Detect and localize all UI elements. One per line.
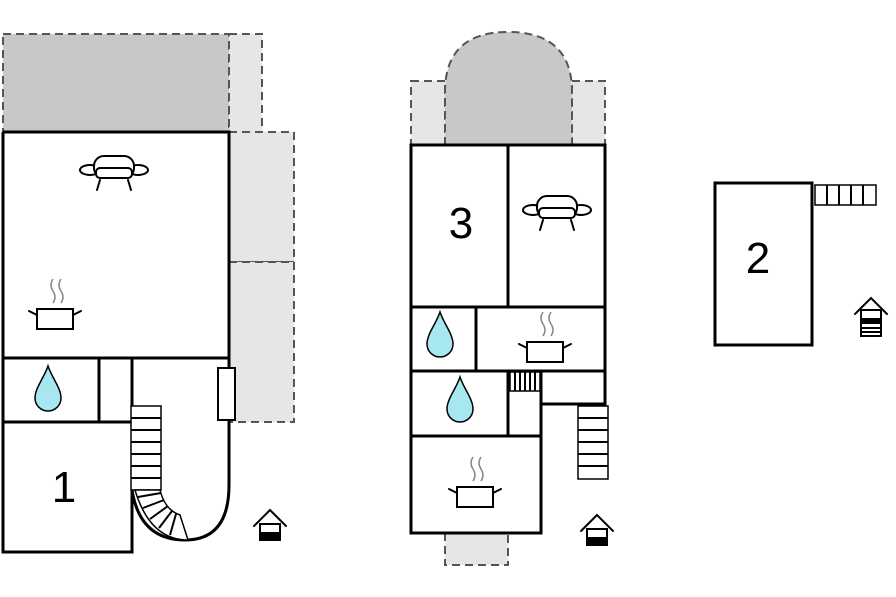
entrance-icon	[253, 508, 287, 541]
terrace-top-left	[2, 33, 230, 133]
terrace-bottom-mid	[444, 532, 509, 566]
terrace-top-right-strip	[228, 33, 263, 133]
pot-icon	[28, 278, 82, 330]
stairs-straight	[130, 405, 162, 491]
sofa-icon	[522, 195, 592, 231]
stairs-small	[509, 371, 541, 392]
stairs-side	[814, 184, 877, 206]
terrace-rounded	[444, 30, 573, 146]
unit-3-interior-walls	[411, 145, 605, 438]
terrace-top-left-mid	[410, 80, 446, 146]
water-drop-icon	[34, 363, 62, 412]
terrace-right-upper	[228, 131, 295, 263]
unit-2-outer-wall	[713, 181, 814, 347]
pot-icon	[518, 311, 572, 363]
stairs-spiral	[133, 489, 190, 541]
stairs-outdoor	[577, 405, 609, 480]
terrace-right-lower	[228, 261, 295, 423]
water-drop-icon	[446, 374, 474, 423]
floor-plan-unit-2: 2	[713, 181, 888, 347]
door-frame	[217, 367, 236, 421]
unit-1-outer-wall	[1, 130, 231, 554]
room-label-3: 3	[449, 199, 473, 248]
entrance-icon	[854, 296, 888, 337]
water-drop-icon	[426, 309, 454, 358]
sofa-icon	[79, 155, 149, 191]
room-label-1: 1	[52, 463, 76, 512]
unit-1-interior-walls	[3, 356, 229, 485]
room-label-2: 2	[746, 234, 770, 283]
terrace-top-right-mid	[571, 80, 606, 146]
floor-plan-unit-1: 1	[1, 33, 295, 554]
pot-icon	[448, 456, 502, 508]
entrance-icon	[580, 513, 614, 546]
floor-plan-unit-3: 3	[409, 30, 614, 566]
